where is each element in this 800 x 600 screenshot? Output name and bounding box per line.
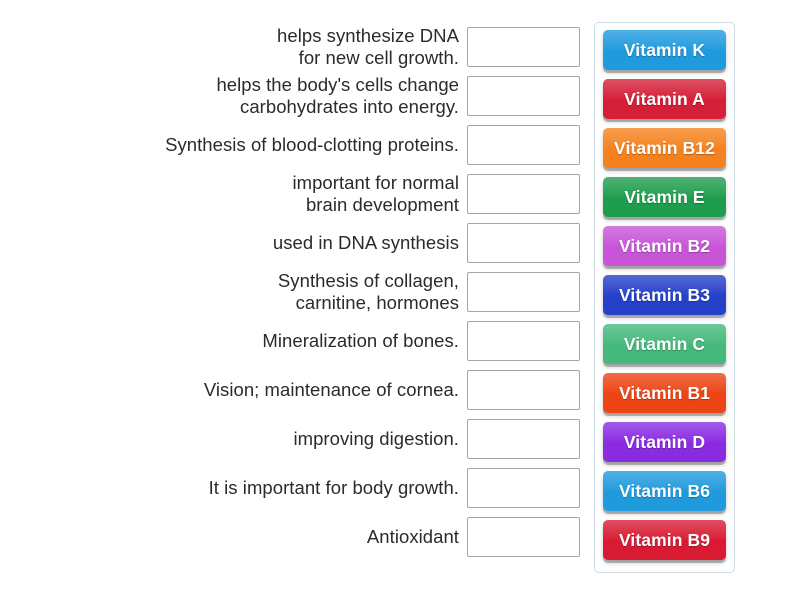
answer-dropzone[interactable] xyxy=(467,516,580,557)
vitamin-tile[interactable]: Vitamin B1 xyxy=(603,373,726,413)
pair-row: It is important for body growth. xyxy=(0,463,580,512)
vitamin-tile[interactable]: Vitamin B9 xyxy=(603,520,726,560)
answer-dropzone[interactable] xyxy=(467,124,580,165)
vitamin-tile-label: Vitamin B1 xyxy=(618,382,711,403)
vitamin-tile-label: Vitamin D xyxy=(623,431,706,452)
answer-dropzone[interactable] xyxy=(467,173,580,214)
answer-dropzone[interactable] xyxy=(467,418,580,459)
prompt-text: Antioxidant xyxy=(366,525,459,547)
prompt-text: It is important for body growth. xyxy=(208,476,459,498)
answer-dropzone[interactable] xyxy=(467,26,580,67)
pair-row: helps the body's cells change carbohydra… xyxy=(0,71,580,120)
pair-row: helps synthesize DNA for new cell growth… xyxy=(0,22,580,71)
pair-row: used in DNA synthesis xyxy=(0,218,580,267)
vitamin-tile[interactable]: Vitamin B2 xyxy=(603,226,726,266)
prompt-text: Synthesis of collagen, carnitine, hormon… xyxy=(277,269,459,313)
vitamin-tile[interactable]: Vitamin K xyxy=(603,30,726,70)
vitamin-tile-label: Vitamin B9 xyxy=(618,529,711,550)
answer-dropzone[interactable] xyxy=(467,271,580,312)
prompt-text: Vision; maintenance of cornea. xyxy=(203,378,459,400)
pair-row: important for normal brain development xyxy=(0,169,580,218)
prompt-text: Mineralization of bones. xyxy=(262,329,459,351)
answer-dropzone[interactable] xyxy=(467,320,580,361)
vitamin-tile-label: Vitamin B3 xyxy=(618,284,711,305)
pair-row: Mineralization of bones. xyxy=(0,316,580,365)
pair-row: Synthesis of collagen, carnitine, hormon… xyxy=(0,267,580,316)
vitamin-tile[interactable]: Vitamin D xyxy=(603,422,726,462)
vitamin-tile[interactable]: Vitamin A xyxy=(603,79,726,119)
prompt-text: Synthesis of blood-clotting proteins. xyxy=(165,133,459,155)
vitamin-tile-label: Vitamin K xyxy=(623,39,706,60)
answer-dropzone[interactable] xyxy=(467,222,580,263)
vitamin-tile[interactable]: Vitamin C xyxy=(603,324,726,364)
prompt-text: improving digestion. xyxy=(293,427,459,449)
vitamin-tile-label: Vitamin A xyxy=(624,88,705,109)
prompt-text: used in DNA synthesis xyxy=(272,231,459,253)
answer-dropzone[interactable] xyxy=(467,369,580,410)
vitamin-tile-label: Vitamin C xyxy=(623,333,706,354)
prompt-text: helps synthesize DNA for new cell growth… xyxy=(277,24,459,68)
prompt-text: helps the body's cells change carbohydra… xyxy=(216,73,459,117)
vitamin-tile-label: Vitamin B12 xyxy=(614,137,715,158)
prompt-dropzone-list: helps synthesize DNA for new cell growth… xyxy=(0,22,580,561)
vitamin-tile[interactable]: Vitamin B3 xyxy=(603,275,726,315)
vitamin-tile-label: Vitamin E xyxy=(624,186,705,207)
answer-dropzone[interactable] xyxy=(467,467,580,508)
answer-dropzone[interactable] xyxy=(467,75,580,116)
prompt-text: important for normal brain development xyxy=(292,171,459,215)
pair-row: Antioxidant xyxy=(0,512,580,561)
vitamin-tile-label: Vitamin B6 xyxy=(618,480,711,501)
pair-row: Vision; maintenance of cornea. xyxy=(0,365,580,414)
vitamin-tile[interactable]: Vitamin E xyxy=(603,177,726,217)
vitamin-tile[interactable]: Vitamin B12 xyxy=(603,128,726,168)
vitamin-tile-label: Vitamin B2 xyxy=(618,235,711,256)
pair-row: Synthesis of blood-clotting proteins. xyxy=(0,120,580,169)
vitamin-tile[interactable]: Vitamin B6 xyxy=(603,471,726,511)
pair-row: improving digestion. xyxy=(0,414,580,463)
